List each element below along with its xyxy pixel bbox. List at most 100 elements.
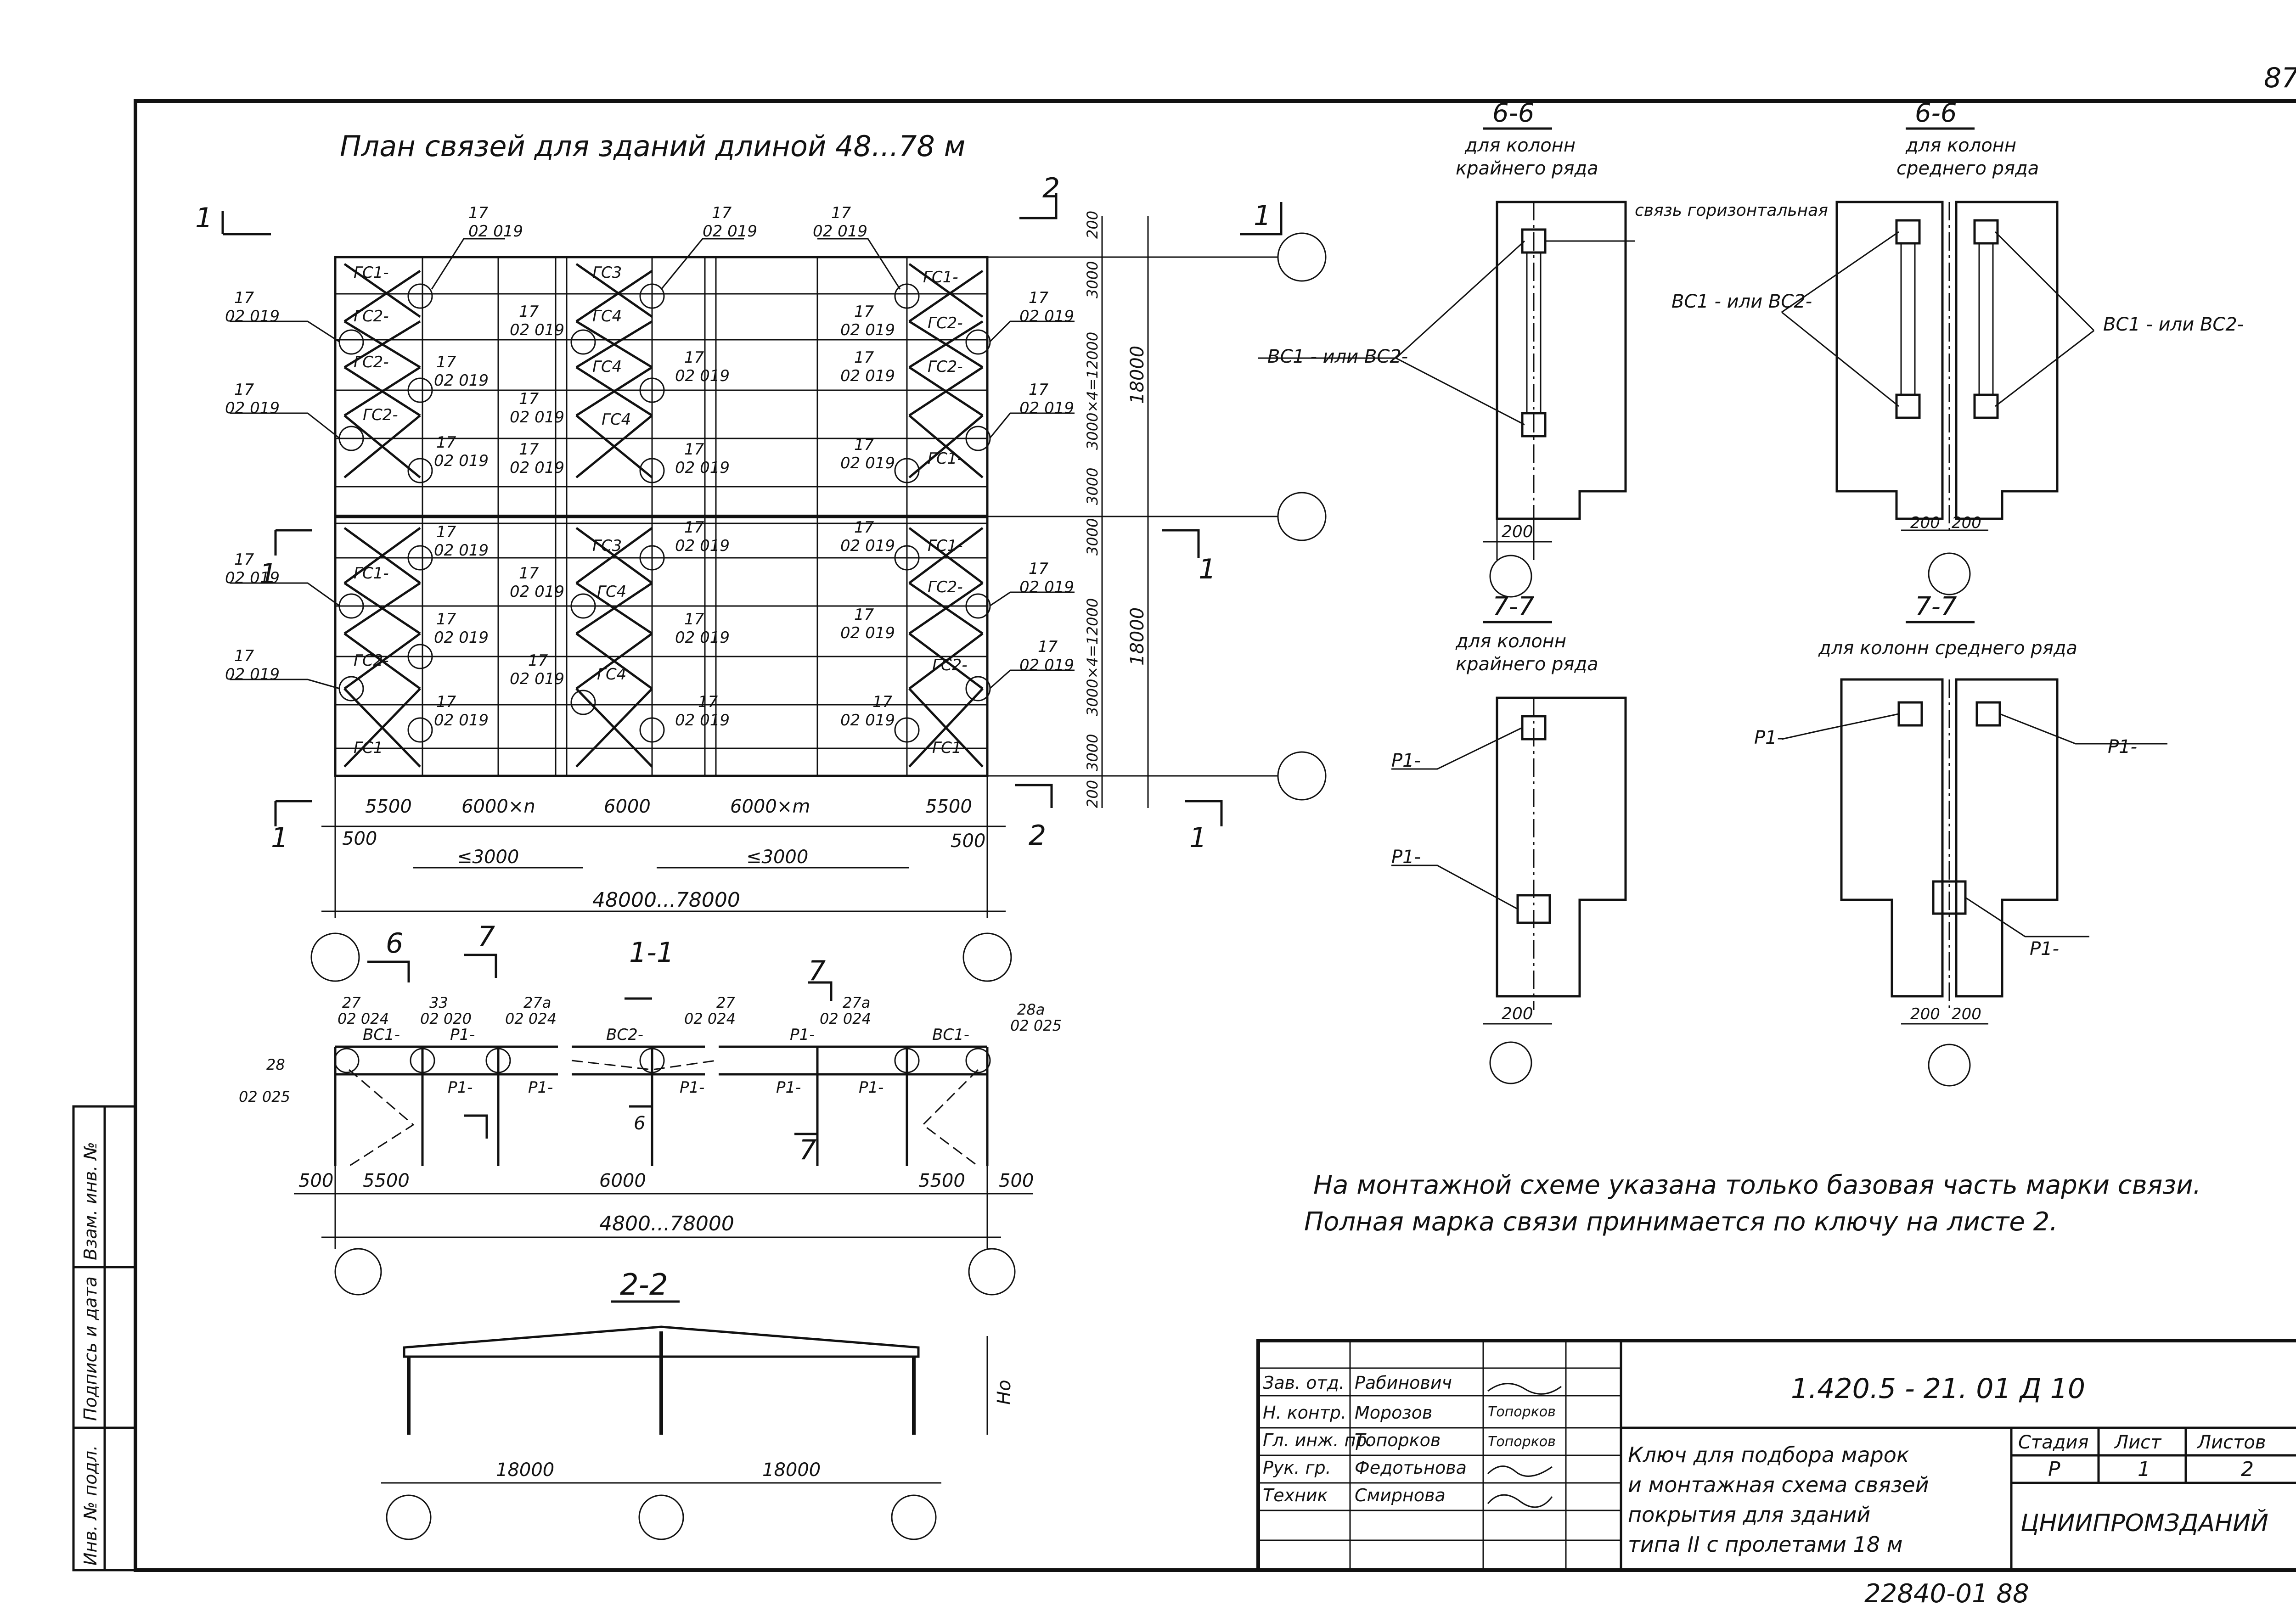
stamp-label: Инв. № подл. (80, 1445, 101, 1566)
detail-6-6-edge: 6-6 для колонн крайнего ряда связь гориз… (1258, 98, 1828, 598)
axis-bubble (386, 1494, 432, 1540)
dim: 5500 (365, 796, 412, 817)
svg-text:17: 17 (684, 518, 704, 537)
svg-text:17: 17 (872, 693, 893, 711)
svg-text:02 019: 02 019 (510, 408, 564, 427)
dim: 5500 (363, 1170, 410, 1191)
svg-text:02 019: 02 019 (840, 321, 895, 339)
role: Рук. гр. (1263, 1458, 1331, 1478)
svg-text:17: 17 (519, 303, 539, 321)
callout-bottom: 02 024 (338, 1010, 389, 1027)
axis-bubble (962, 932, 1012, 982)
svg-text:17: 17 (519, 564, 539, 583)
axis-bubble (1928, 552, 1971, 595)
brace-label: ГС2- (363, 406, 398, 424)
detail-subtitle: крайнего ряда (1456, 158, 1598, 179)
section-markers (221, 193, 1283, 826)
brace-label: Р1- (776, 1078, 801, 1097)
dim-overall: 48000...78000 (592, 888, 740, 912)
callout-bottom: 02 024 (684, 1010, 736, 1027)
callout-bottom: 02 025 (1010, 1017, 1062, 1034)
svg-text:02 019: 02 019 (510, 321, 564, 339)
note-line-1: На монтажной схеме указана только базова… (1313, 1170, 2201, 1200)
stamp-label: Взам. инв. № (80, 1142, 101, 1260)
brace-label: Р1- (448, 1078, 473, 1097)
svg-text:02 019: 02 019 (813, 222, 867, 241)
section-2-2: 2-2 Hо 18000 18000 (381, 1268, 1015, 1540)
sheet-value: 1 (2138, 1458, 2150, 1481)
dim: 3000×4=12000 (1084, 332, 1101, 450)
svg-text:02 019: 02 019 (434, 541, 489, 560)
dim: 3000 (1084, 734, 1101, 771)
side-stamp: Инв. № подл. Подпись и дата Взам. инв. № (72, 1105, 137, 1571)
signature (1487, 1494, 1553, 1508)
plan-grid-lines (335, 257, 987, 776)
person: Федотьнова (1355, 1458, 1467, 1478)
dim: 200 (1910, 1005, 1940, 1023)
brace-label: ГС2- (928, 314, 963, 332)
svg-text:02 019: 02 019 (510, 583, 564, 601)
label: Р1- (2030, 938, 2059, 960)
detail-subtitle: крайнего ряда (1456, 654, 1598, 675)
doc-title: типа II с пролетами 18 м (1628, 1532, 1902, 1557)
svg-text:02 019: 02 019 (225, 665, 280, 684)
detail-title: 6-6 (1915, 98, 1957, 128)
detail-subtitle: для колонн среднего ряда (1818, 638, 2077, 659)
svg-text:02 019: 02 019 (1019, 307, 1074, 326)
dim: 500 (999, 1170, 1034, 1191)
dim: 6000×n (461, 796, 535, 817)
bracing-elevation: 27 02 024 33 02 020 27а 02 024 27 02 024… (239, 920, 1062, 1296)
callout-top: 27а (523, 994, 551, 1011)
svg-text:02 019: 02 019 (1019, 656, 1074, 674)
brace-label: ВС2- (606, 1026, 643, 1044)
axis-bubble (1928, 1044, 1971, 1087)
svg-text:02 019: 02 019 (468, 222, 523, 241)
callout-bottom: 02 025 (239, 1088, 290, 1106)
signature-text: Топорков (1488, 1434, 1556, 1450)
callout-top: 27 (716, 994, 735, 1011)
plan-title: План связей для зданий длиной 48...78 м (340, 129, 965, 163)
callout-top: 28а (1017, 1001, 1045, 1018)
detail-subtitle: для колонн (1905, 135, 2016, 156)
role: Техник (1263, 1485, 1328, 1505)
brace-label: Р1- (450, 1026, 475, 1044)
stage-value: Р (2048, 1458, 2060, 1481)
svg-text:17: 17 (854, 348, 874, 367)
svg-text:17: 17 (684, 440, 704, 459)
section-id: 1 (1199, 553, 1216, 585)
dim: 5500 (925, 796, 972, 817)
axis-bubble (638, 1494, 684, 1540)
height-label: Hо (994, 1380, 1015, 1405)
svg-text:17: 17 (684, 610, 704, 629)
svg-text:17: 17 (1029, 560, 1049, 578)
svg-text:17: 17 (234, 647, 254, 665)
section-id: 1 (259, 558, 277, 590)
svg-text:17: 17 (831, 204, 851, 222)
person: Морозов (1355, 1403, 1432, 1423)
label: связь горизонтальная (1635, 201, 1828, 220)
section-id: 1 (1254, 200, 1271, 232)
svg-text:02 019: 02 019 (840, 454, 895, 472)
section-id: 2 (1029, 819, 1046, 852)
doc-code: 1.420.5 - 21. 01 Д 10 (1791, 1373, 2085, 1405)
svg-text:02 019: 02 019 (840, 537, 895, 555)
callout-top: 28 (266, 1056, 285, 1073)
svg-text:02 019: 02 019 (703, 222, 757, 241)
dim: 500 (342, 828, 377, 849)
doc-title: и монтажная схема связей (1628, 1472, 1929, 1497)
svg-text:02 019: 02 019 (675, 537, 730, 555)
dim-overall: 4800...78000 (599, 1212, 734, 1235)
svg-text:17: 17 (528, 651, 548, 670)
callout-bottom: 02 020 (420, 1010, 472, 1027)
label: Р1- (1754, 727, 1784, 748)
dim: 6000×m (730, 796, 810, 817)
label: Р1- (2108, 736, 2137, 758)
axis-bubble (968, 1248, 1016, 1296)
brace-label: ГС2- (928, 358, 963, 376)
brace-label: ГС1- (928, 537, 963, 555)
dim: 200 (1910, 514, 1940, 532)
callout-top: 27а (843, 994, 870, 1011)
svg-text:02 019: 02 019 (434, 629, 489, 647)
dim: ≤3000 (457, 847, 519, 868)
dim: 200 (1952, 514, 1981, 532)
